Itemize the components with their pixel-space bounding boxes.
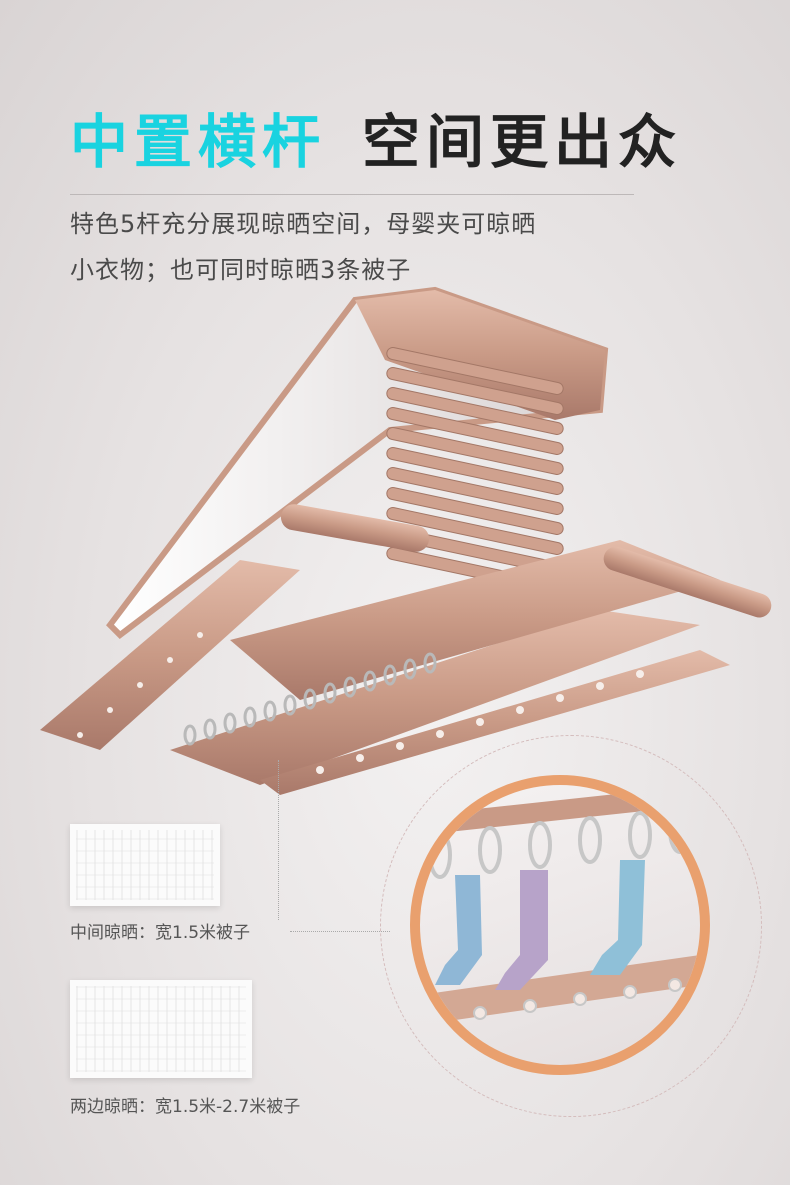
leader-line	[278, 760, 279, 920]
leader-line	[290, 931, 390, 932]
caption-sides: 两边晾晒：宽1.5米-2.7米被子	[70, 1097, 301, 1117]
subtitle-line-1: 特色5杆充分展现晾晒空间，母婴夹可晾晒	[70, 210, 537, 238]
drying-rack-icon	[40, 286, 772, 795]
caption-middle: 中间晾晒：宽1.5米被子	[70, 923, 251, 943]
quilt-image-sides	[70, 980, 252, 1078]
headline-accent: 中置横杆	[70, 108, 327, 176]
headline-main: 空间更出众	[362, 108, 683, 176]
divider	[70, 194, 634, 195]
detail-callout	[410, 775, 710, 1075]
sock-clips-icon	[420, 785, 700, 1025]
quilt-image-middle	[70, 824, 220, 906]
subtitle-line-2: 小衣物；也可同时晾晒3条被子	[70, 256, 412, 284]
callout-ring	[380, 735, 762, 1117]
headline: 中置横杆 空间更出众	[70, 92, 682, 182]
